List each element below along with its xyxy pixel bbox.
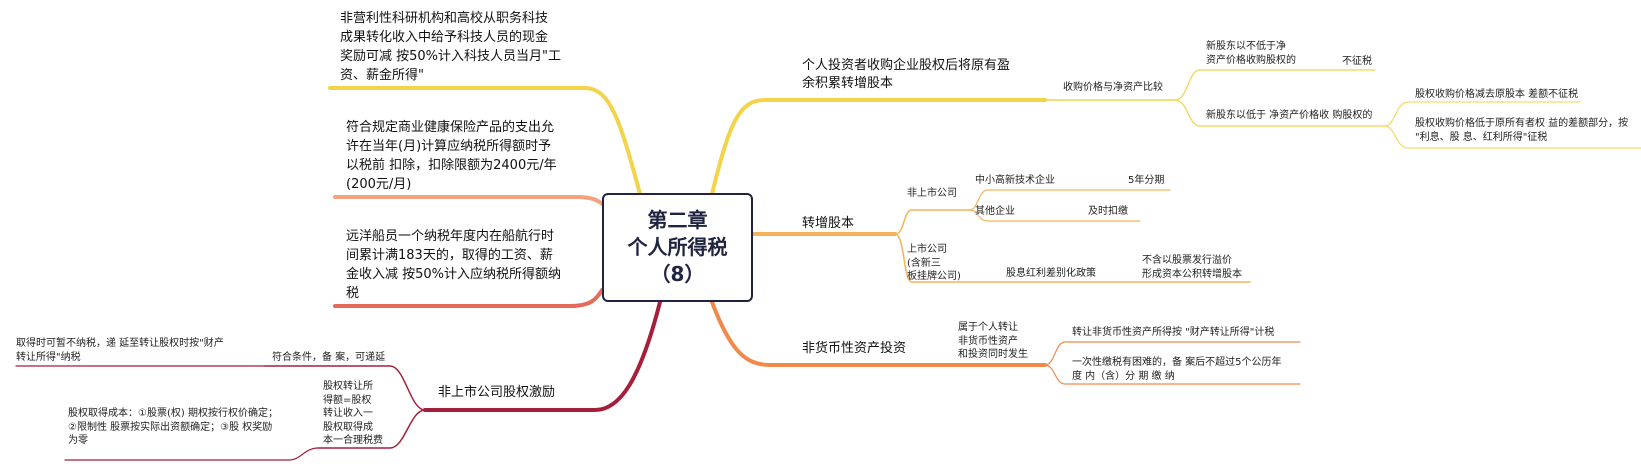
link-unlisted	[894, 209, 971, 235]
link-equity-cost	[64, 447, 319, 461]
link-lower	[1174, 99, 1386, 127]
node-not-lower-price[interactable]: 新股东以不低于净 资产价格收购股权的	[1206, 41, 1296, 66]
node-transfer-formula[interactable]: 股权转让所 得额=股权 转让收入一 股权取得成 本一合理税费	[323, 381, 383, 446]
node-conditions-deferral[interactable]: 符合条件，备 案，可递延	[272, 352, 386, 363]
link-nonmonetary	[710, 300, 1047, 367]
branch-research-award[interactable]: 非营利性科研机构和高校从职务科技 成果转化收入中给予科技人员的现金 奖励可减 按…	[340, 11, 562, 83]
link-insurance	[333, 195, 614, 216]
node-simultaneous-transfer[interactable]: 属于个人转让 非货币性资产 和投资同时发生	[958, 322, 1028, 360]
node-lower-price[interactable]: 新股东以低于 净资产价格收 购股权的	[1206, 110, 1373, 121]
branch-equity-incentive[interactable]: 非上市公司股权激励	[438, 385, 556, 400]
node-listed-company[interactable]: 上市公司 (含新三 板挂牌公司)	[907, 244, 961, 282]
link-equity-cond	[264, 365, 426, 411]
link-installment	[1044, 364, 1301, 385]
branch-seafarer[interactable]: 远洋船员一个纳税年度内在船航行时 间累计满183天的，取得的工资、薪 金收入减 …	[346, 229, 562, 301]
link-lower-b	[1384, 125, 1641, 149]
node-lower-diff-no-tax[interactable]: 股权收购价格减去原股本 差额不征税	[1415, 89, 1579, 100]
node-no-tax[interactable]: 不征税	[1342, 56, 1372, 67]
node-deferral-note[interactable]: 取得时可暂不纳税，递 延至转让股权时按"财产 转让所得"纳税	[16, 338, 224, 363]
link-seafarer	[333, 288, 604, 308]
link-hightech	[969, 189, 1171, 211]
link-acquisition	[710, 98, 1047, 196]
node-lower-diff-taxed[interactable]: 股权收购价格低于原所有者权 益的差额部分，按 "利息、股 息、红利所得"征税	[1415, 118, 1629, 143]
node-immediate-withholding[interactable]: 及时扣缴	[1088, 206, 1128, 217]
node-acquisition-cost[interactable]: 股权取得成本：①股票(权) 期权按行权价确定； ②限制性 股票按实际出资额确定；…	[68, 408, 278, 446]
central-title-line3: （8）	[650, 262, 705, 286]
branch-acquisition-capitalization[interactable]: 个人投资者收购企业股权后将原有盈 余积累转增股本	[802, 58, 1011, 92]
node-other-enterprises[interactable]: 其他企业	[975, 206, 1015, 217]
node-five-year-installment[interactable]: 5年分期	[1128, 175, 1165, 186]
central-title-line2: 个人所得税	[627, 235, 728, 259]
link-equity-formula	[317, 409, 426, 449]
central-topic[interactable]: 第二章 个人所得税 （8）	[602, 193, 753, 302]
branch-health-insurance[interactable]: 符合规定商业健康保险产品的支出允 许在当年(月)计算应纳税所得额时予 以税前 扣…	[346, 120, 557, 192]
link-research	[328, 86, 642, 196]
link-belongs	[1044, 341, 1301, 366]
node-dividend-policy[interactable]: 股息红利差别化政策	[1006, 268, 1096, 279]
link-lower-a	[1384, 101, 1581, 127]
branch-capital-increase[interactable]: 转增股本	[802, 216, 855, 231]
node-unlisted-company[interactable]: 非上市公司	[907, 188, 957, 199]
node-price-comparison[interactable]: 收购价格与净资产比较	[1063, 82, 1163, 93]
link-not-lower	[1174, 69, 1376, 101]
link-equity	[423, 300, 662, 412]
node-installment-payment[interactable]: 一次性缴税有困难的，备 案后不超过5个公历年 度 内（含）分 期 缴 纳	[1072, 357, 1282, 382]
node-premium-excluded[interactable]: 不含以股票发行溢价 形成资本公积转增股本	[1142, 255, 1242, 280]
branch-nonmonetary-investment[interactable]: 非货币性资产投资	[802, 341, 907, 356]
link-listed	[894, 233, 1251, 283]
node-hightech-sme[interactable]: 中小高新技术企业	[975, 175, 1055, 186]
central-title-line1: 第二章	[647, 208, 708, 232]
link-other	[969, 209, 1141, 222]
node-property-transfer-tax[interactable]: 转让非货币性资产所得按 "财产转让所得"计税	[1072, 327, 1275, 338]
